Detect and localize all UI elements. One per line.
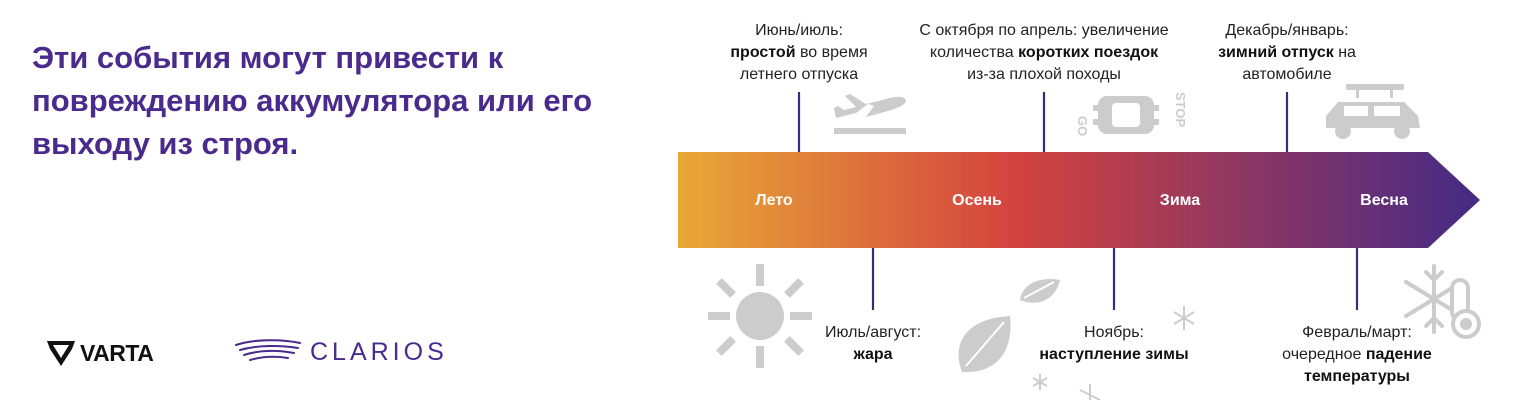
- snowflake-icon: [1032, 306, 1195, 400]
- varta-logo: VARTA: [46, 337, 154, 369]
- clarios-swoosh-icon: [235, 339, 301, 361]
- leaf-vein: [965, 281, 1055, 367]
- event-highlight: падение: [1365, 346, 1432, 363]
- stop-label: STOP: [1173, 92, 1188, 127]
- season-arrow: [678, 152, 1480, 248]
- airplane-takeoff-icon: [834, 94, 906, 134]
- go-label: GO: [1075, 116, 1090, 136]
- event-february-march: Февраль/март: очередное падение температ…: [1282, 324, 1432, 385]
- clarios-logo: CLARIOS: [234, 335, 448, 369]
- timeline-connectors: [797, 92, 1359, 310]
- clarios-wordmark: CLARIOS: [310, 337, 448, 366]
- headline: Эти события могут привести к повреждению…: [32, 40, 593, 161]
- event-highlight: жара: [853, 346, 893, 363]
- event-highlight: температуры: [1304, 368, 1410, 385]
- event-june-july: Июнь/июль: простой во время летнего отпу…: [730, 22, 868, 83]
- event-july-august: Июль/август: жара: [824, 324, 922, 363]
- season-autumn: Осень: [952, 192, 1002, 209]
- event-highlight: коротких поездок: [1018, 44, 1159, 61]
- varta-wordmark: VARTA: [80, 339, 154, 366]
- sun-icon: [708, 264, 812, 368]
- event-november: Ноябрь: наступление зимы: [1039, 324, 1189, 363]
- season-winter: Зима: [1159, 192, 1201, 209]
- event-highlight: наступление зимы: [1039, 346, 1189, 363]
- season-spring: Весна: [1360, 192, 1408, 209]
- varta-shield-icon: [47, 341, 75, 366]
- event-december-january: Декабрь/январь: зимний отпуск на автомоб…: [1218, 22, 1356, 83]
- snowflake-thermometer-icon: [1404, 264, 1481, 339]
- season-summer: Лето: [755, 192, 793, 209]
- car-stop-go-icon: STOP GO: [1075, 92, 1188, 136]
- car-roof-rack-icon: [1326, 84, 1420, 139]
- event-highlight: простой: [730, 44, 796, 61]
- event-highlight: зимний отпуск: [1218, 44, 1334, 61]
- event-october-april: С октября по апрель: увеличение количест…: [919, 22, 1169, 83]
